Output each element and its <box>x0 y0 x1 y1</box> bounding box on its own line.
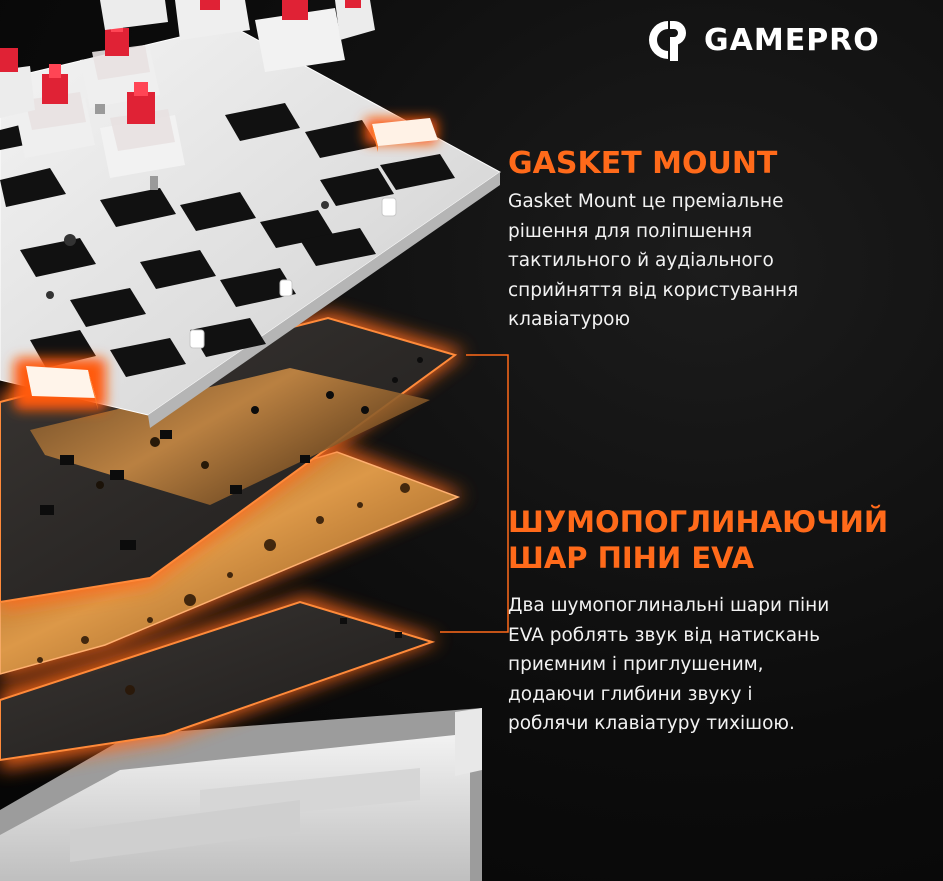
brand-logo: GAMEPRO <box>644 14 880 66</box>
eva-foam-heading: ШУМОПОГЛИНАЮЧИЙ ШАР ПІНИ EVA <box>508 505 889 575</box>
callout-lines <box>440 354 509 633</box>
brand-name: GAMEPRO <box>704 22 880 58</box>
gasket-mount-heading: GASKET MOUNT <box>508 146 778 181</box>
gamepro-logo-icon <box>649 21 686 61</box>
eva-foam-lower <box>0 596 440 770</box>
gasket-mount-description: Gasket Mount це преміальне рішення для п… <box>508 191 799 330</box>
eva-foam-description: Два шумопоглинальні шари піни EVA роблят… <box>508 595 830 734</box>
bottom-case <box>0 708 482 881</box>
mechanical-switches <box>0 0 375 190</box>
gasket-pads <box>14 118 438 410</box>
